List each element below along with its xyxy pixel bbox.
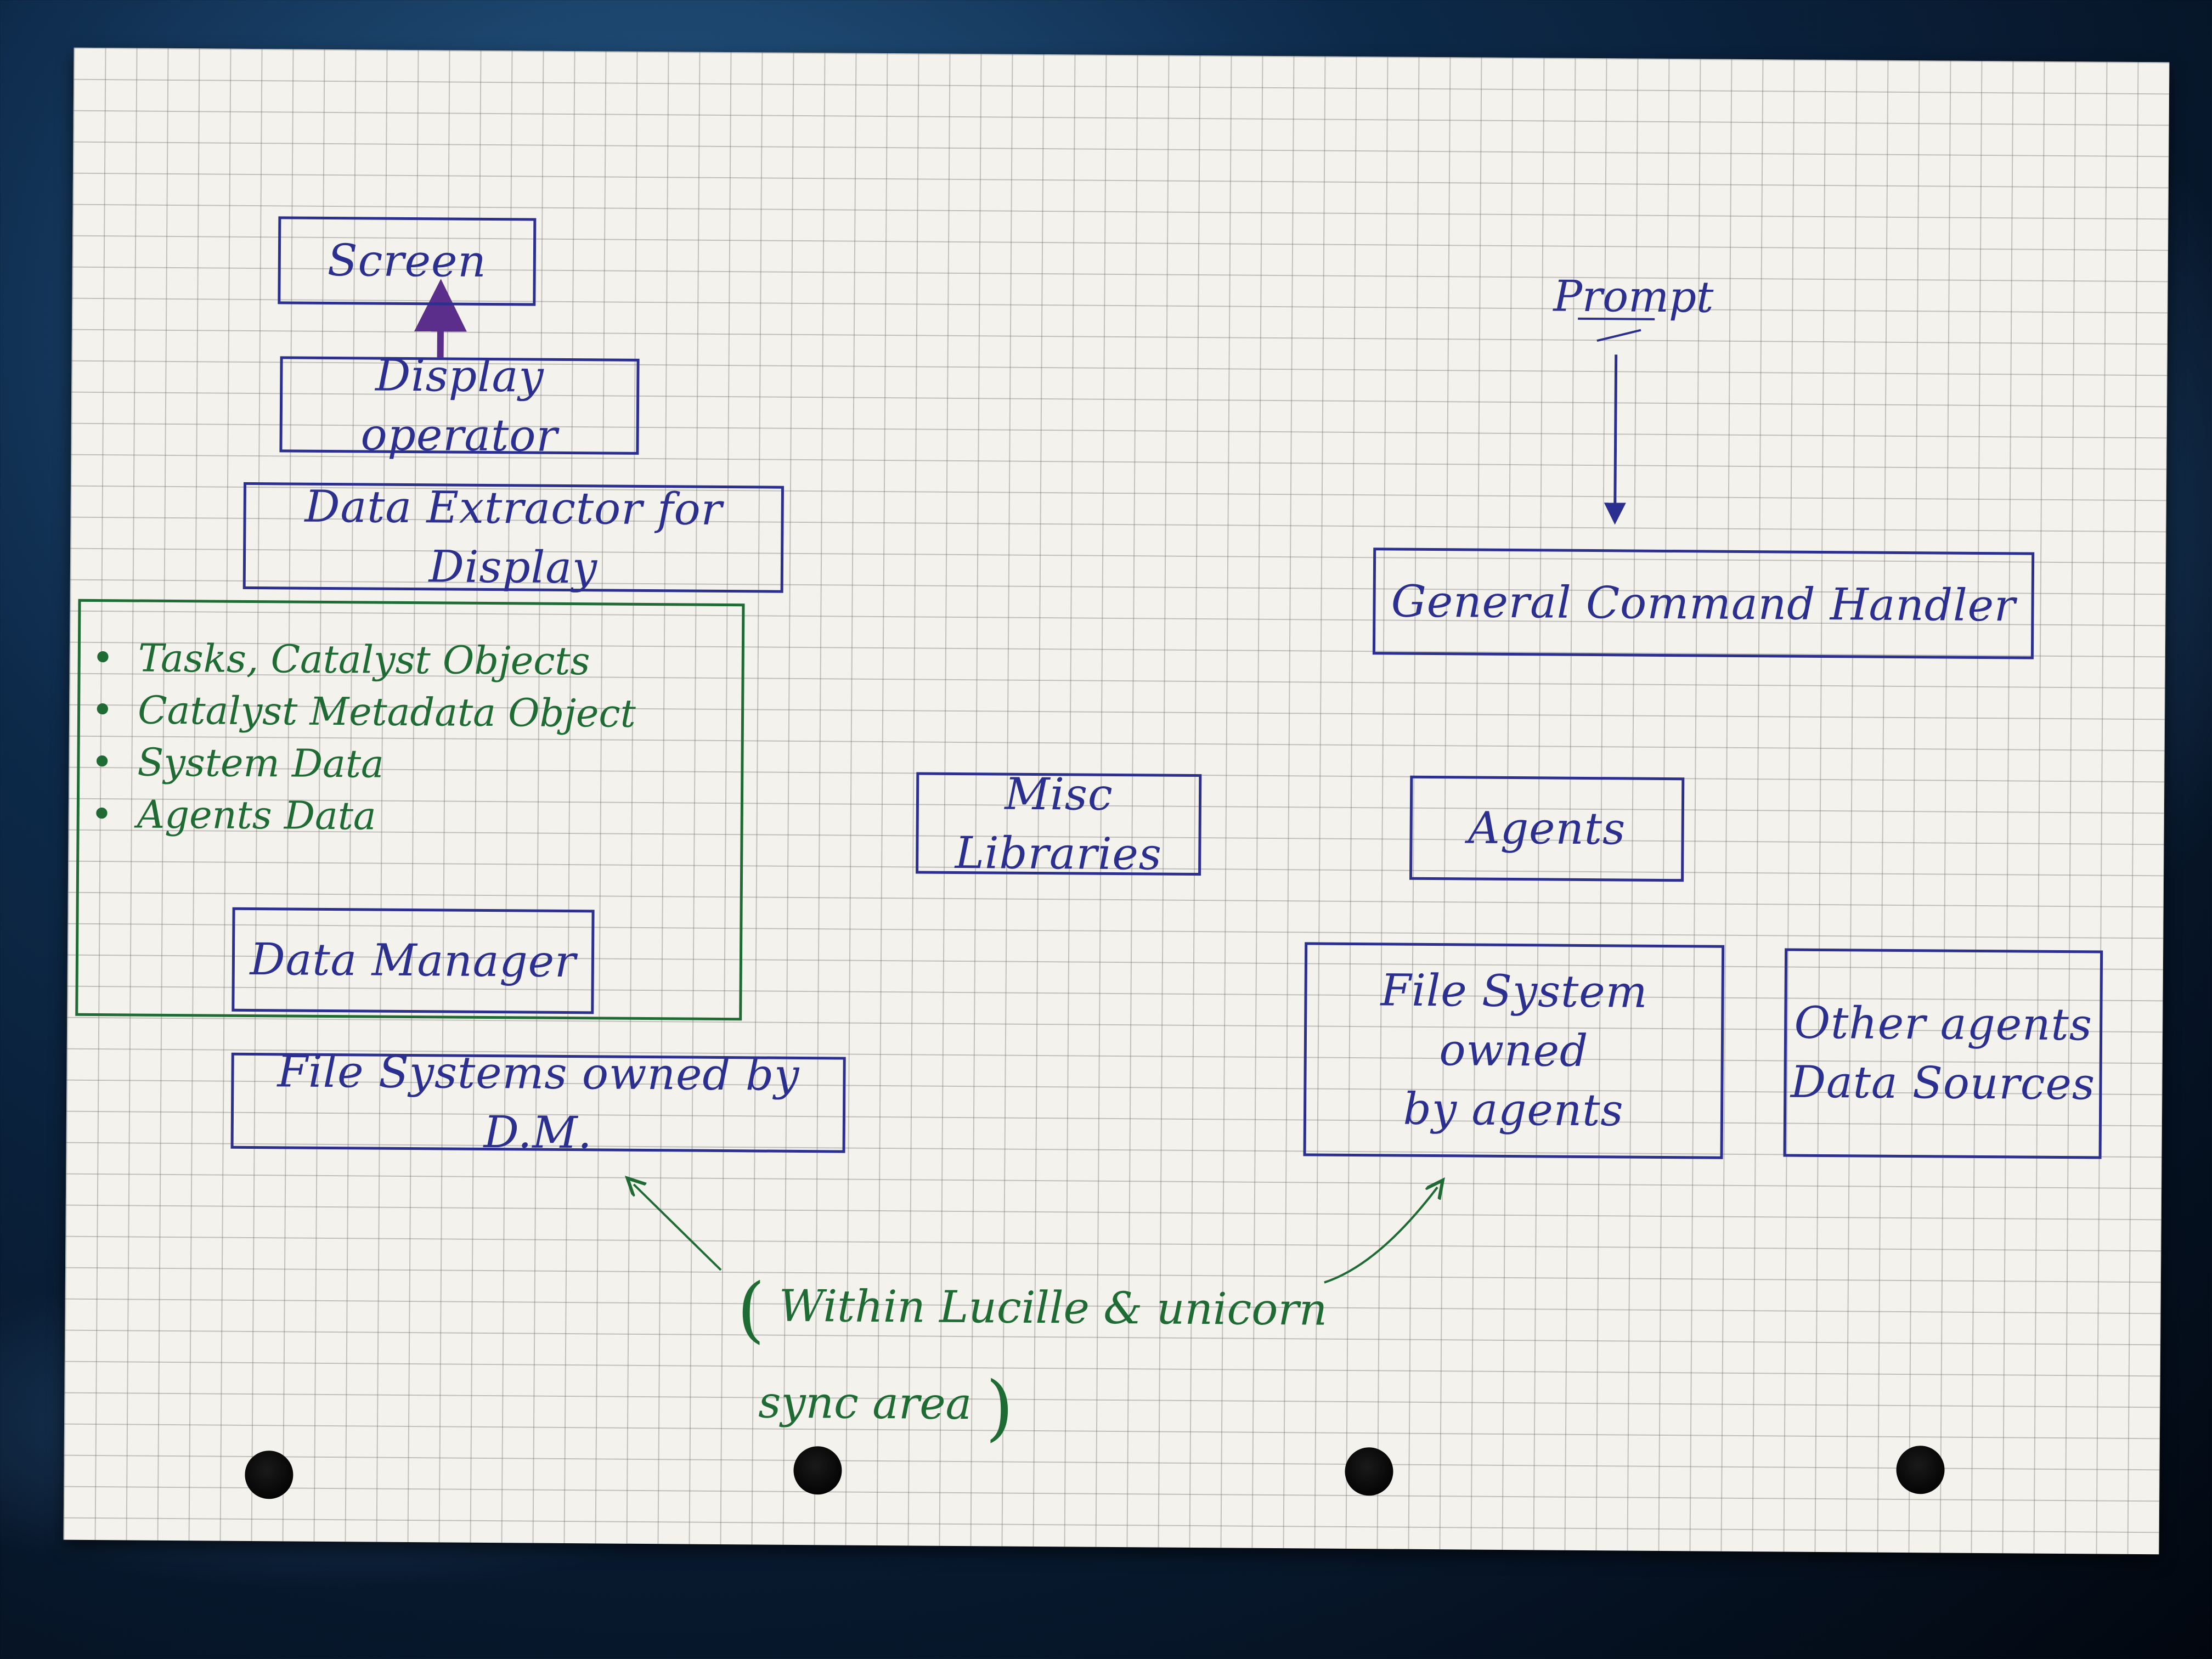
sync-area-note-text1: Within Lucille & unicorn	[778, 1280, 1328, 1335]
display-operator-box: Display operator	[279, 349, 640, 461]
fs-agents-label-line1: File System owned	[1380, 964, 1648, 1077]
data-extractor-box: Data Extractor for Display	[242, 481, 784, 593]
arrow-prompt-to-command-handler	[1604, 354, 1626, 525]
general-command-handler-box: General Command Handler	[1372, 548, 2035, 659]
data-manager-box: Data Manager	[232, 907, 595, 1014]
binder-hole	[245, 1450, 294, 1499]
data-extractor-label: Data Extractor for Display	[304, 481, 723, 593]
arrow-note-to-fs-agents	[1324, 1187, 1437, 1284]
list-item: Agents Data	[90, 788, 635, 844]
other-agents-label-line2: Data Sources	[1790, 1056, 2096, 1110]
data-manager-item-list: Tasks, Catalyst Objects Catalyst Metadat…	[90, 632, 636, 844]
prompt-label: Prompt	[1553, 272, 1714, 323]
other-agents-box: Other agents Data Sources	[1783, 948, 2103, 1159]
misc-libraries-label: Misc Libraries	[955, 768, 1163, 880]
binder-hole	[793, 1446, 842, 1495]
arrow-note-to-fs-dm	[633, 1184, 722, 1271]
screen-label: Screen	[327, 234, 487, 287]
fs-dm-box: File Systems owned by D.M.	[230, 1046, 846, 1158]
fs-agents-box: File System owned by agents	[1303, 942, 1725, 1159]
grid-paper-sheet: Screen Display operator Data Extractor f…	[63, 47, 2170, 1555]
list-item: System Data	[91, 736, 635, 792]
data-manager-label: Data Manager	[250, 933, 577, 988]
binder-hole	[1896, 1445, 1945, 1494]
connector-layer	[414, 279, 1655, 1284]
general-command-handler-label: General Command Handler	[1391, 575, 2016, 631]
open-paren: (	[736, 1267, 765, 1351]
fs-dm-label: File Systems owned by D.M.	[277, 1045, 800, 1158]
sync-area-note-line1: ( Within Lucille & unicorn	[737, 1259, 1328, 1360]
fs-agents-label-line2: by agents	[1403, 1083, 1624, 1136]
sync-area-note-text2: sync area	[758, 1376, 972, 1430]
prompt-crossout-mark	[1578, 317, 1655, 342]
screen-box: Screen	[278, 216, 537, 306]
sync-area-note: ( Within Lucille & unicorn sync area )	[736, 1259, 1328, 1457]
list-item: Tasks, Catalyst Objects	[91, 632, 636, 688]
close-paren: )	[985, 1365, 1014, 1449]
agents-box: Agents	[1409, 775, 1685, 882]
list-item: Catalyst Metadata Object	[91, 684, 636, 740]
sync-area-note-line2: sync area )	[736, 1356, 1327, 1457]
display-operator-label: Display operator	[360, 349, 558, 461]
agents-label: Agents	[1468, 802, 1626, 855]
other-agents-label-line1: Other agents	[1794, 997, 2093, 1051]
misc-libraries-box: Misc Libraries	[916, 768, 1202, 879]
binder-hole	[1345, 1447, 1393, 1496]
